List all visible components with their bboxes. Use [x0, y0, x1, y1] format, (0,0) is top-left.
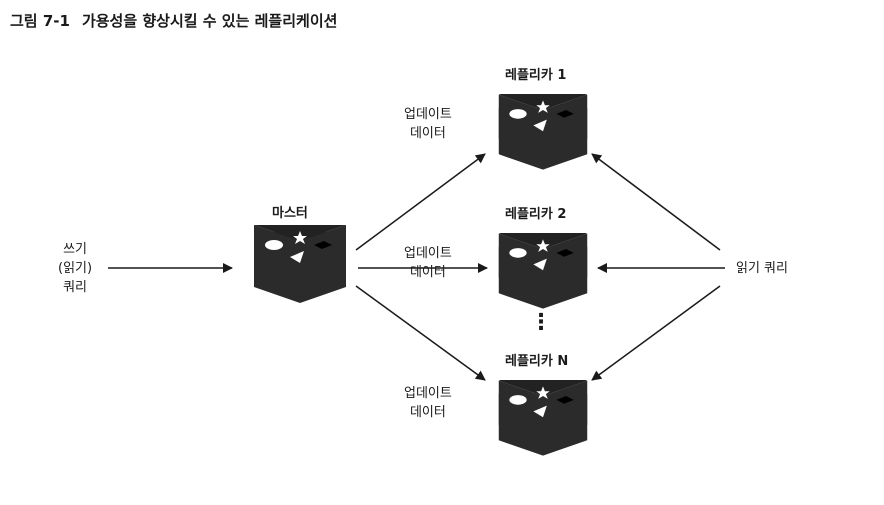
replica-2-label: 레플리카 2 — [505, 207, 567, 222]
more-replicas-ellipsis: ⋮ — [530, 310, 552, 335]
replica-n-label: 레플리카 N — [505, 354, 569, 369]
update-data-line2: 데이터 — [409, 265, 446, 280]
figure-number: 그림 7-1 — [10, 12, 70, 30]
replica-n-redis-icon — [493, 365, 593, 468]
replica-1-label: 레플리카 1 — [505, 68, 567, 83]
update-data-label-1: 업데이트 데이터 — [404, 105, 452, 143]
update-data-line1: 업데이트 — [404, 107, 452, 122]
read-query-label: 읽기 쿼리 — [736, 261, 788, 276]
arrow-read-to-replica-n — [591, 285, 721, 381]
master-redis-icon — [248, 209, 352, 315]
figure-caption: 그림 7-1 가용성을 향상시킬 수 있는 레플리케이션 — [10, 10, 337, 31]
arrow-master-to-replica-n — [355, 285, 486, 381]
update-data-line2: 데이터 — [409, 405, 446, 420]
replica-2-redis-icon — [493, 218, 593, 321]
update-data-line1: 업데이트 — [404, 386, 452, 401]
update-data-label-n: 업데이트 데이터 — [404, 384, 452, 422]
update-data-line1: 업데이트 — [404, 246, 452, 261]
write-query-label: 쓰기 (읽기) 쿼리 — [58, 240, 92, 297]
write-query-line2: (읽기) — [58, 261, 93, 276]
replica-1-redis-icon — [493, 79, 593, 182]
write-query-line1: 쓰기 — [63, 242, 87, 257]
update-data-label-2: 업데이트 데이터 — [404, 244, 452, 282]
update-data-line2: 데이터 — [409, 126, 446, 141]
write-query-line3: 쿼리 — [63, 280, 87, 295]
arrow-read-to-replica-1 — [591, 153, 721, 251]
figure-title: 가용성을 향상시킬 수 있는 레플리케이션 — [81, 12, 338, 30]
master-label: 마스터 — [272, 206, 308, 221]
arrow-master-to-replica-1 — [355, 153, 486, 251]
